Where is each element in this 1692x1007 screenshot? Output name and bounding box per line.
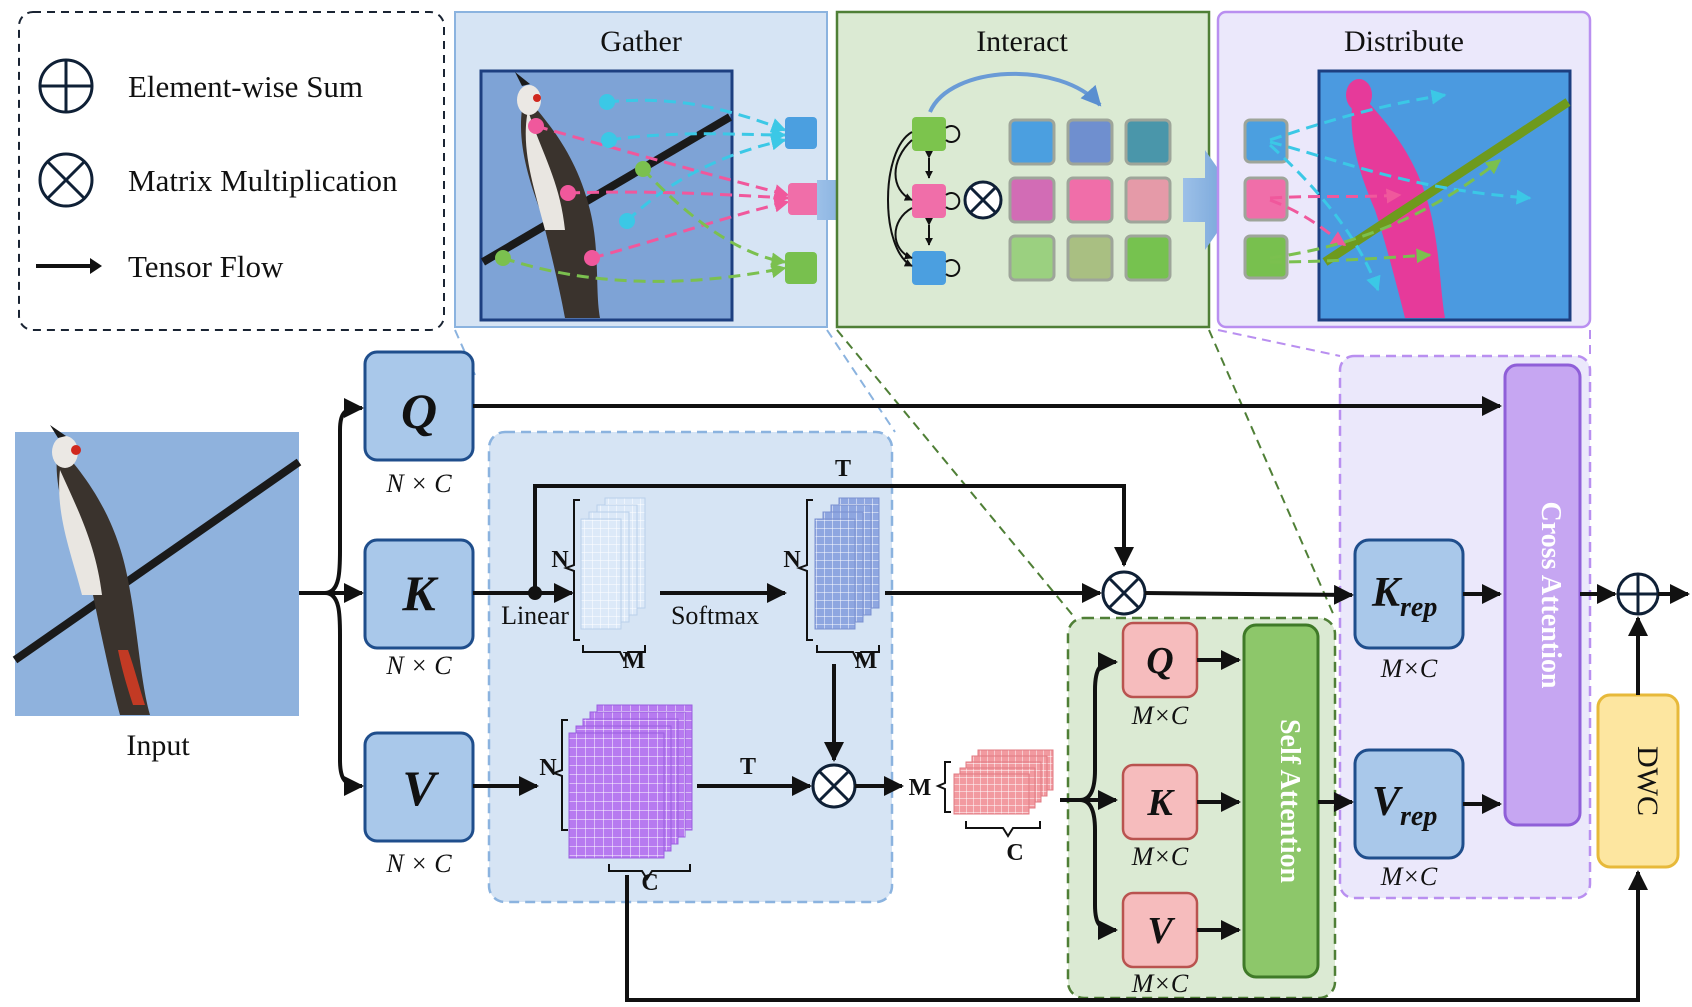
q-label: Q xyxy=(401,383,437,439)
interact-attention-grid xyxy=(1008,118,1172,282)
k-projection: K xyxy=(363,538,475,650)
v-rep-box: Vrep xyxy=(1353,748,1465,860)
self-attn-v: V xyxy=(1121,891,1199,969)
tokens-branch-arrows xyxy=(1060,652,1118,940)
distribute-title: Distribute xyxy=(1344,25,1464,58)
input-bird-image xyxy=(12,425,302,716)
gather-sample-points xyxy=(495,94,651,266)
dwc-block: DWC xyxy=(1596,693,1680,869)
cross-attention-block: Cross Attention xyxy=(1503,363,1582,827)
tensor-value xyxy=(551,704,693,881)
tensor3-n-label: N xyxy=(539,755,557,781)
distribute-flow-lines xyxy=(1268,89,1532,292)
input-branch-arrows xyxy=(299,398,364,796)
q-projection: Q xyxy=(363,350,475,462)
gather-flow-lines xyxy=(502,98,790,283)
value-skip-to-dwc-arrow xyxy=(625,870,1648,1002)
gather-module xyxy=(487,430,894,904)
input-label: Input xyxy=(126,729,190,762)
gather-panel: Gather xyxy=(454,11,828,328)
k-dim-label: N × C xyxy=(385,651,452,680)
tensor-tokens xyxy=(935,749,1054,838)
k-rep-dim-label: M×C xyxy=(1380,654,1438,683)
self-attn-k: K xyxy=(1121,763,1199,841)
self-q-label: Q xyxy=(1146,640,1173,682)
legend-sum-label: Element-wise Sum xyxy=(128,69,363,104)
self-attn-q: Q xyxy=(1121,621,1199,699)
svg-text:Krep: Krep xyxy=(1371,570,1437,623)
self-k-label: K xyxy=(1146,782,1175,824)
interact-title: Interact xyxy=(976,25,1068,58)
self-attn-qkv-arrows xyxy=(1197,650,1241,940)
t-mid-label: T xyxy=(740,754,756,780)
tensor3-c-label: C xyxy=(641,870,658,896)
self-k-dim-label: M×C xyxy=(1131,842,1189,871)
self-attention-block: Self Attention xyxy=(1242,623,1320,979)
gather-token-squares xyxy=(785,117,820,284)
legend-flow-label: Tensor Flow xyxy=(128,249,284,284)
output-sum-icon xyxy=(1616,572,1660,616)
element-wise-sum-icon xyxy=(38,58,94,114)
tensor2-m-label: M xyxy=(855,648,878,674)
q-dim-label: N × C xyxy=(385,469,452,498)
interact-panel: Interact xyxy=(835,10,1211,329)
k-label: K xyxy=(401,565,439,621)
tensor-attention-weights xyxy=(796,497,880,663)
v-matmul-icon xyxy=(811,763,857,809)
k-matmul-to-krep-arrow xyxy=(1144,584,1354,605)
self-attention-label: Self Attention xyxy=(1274,719,1305,884)
matrix-multiplication-icon xyxy=(38,152,94,208)
tensor-flow-arrow-icon xyxy=(36,258,102,274)
v-dim-label: N × C xyxy=(385,849,452,878)
t-top-label: T xyxy=(835,456,851,482)
self-v-label: V xyxy=(1147,910,1175,952)
tensor4-c-label: C xyxy=(1006,840,1023,866)
linear-label: Linear xyxy=(501,601,569,630)
legend-matmul-label: Matrix Multiplication xyxy=(128,163,398,198)
v-rep-dim-label: M×C xyxy=(1380,862,1438,891)
interact-to-distribute-arrow xyxy=(1183,150,1240,250)
k-rep-main: K xyxy=(1371,570,1403,616)
distribute-panel: Distribute xyxy=(1216,10,1592,329)
tensor1-n-label: N xyxy=(551,547,569,573)
tensor1-m-label: M xyxy=(623,648,646,674)
tensor2-n-label: N xyxy=(783,547,801,573)
v-label: V xyxy=(402,760,439,816)
distribute-token-squares xyxy=(1243,118,1289,280)
k-rep-sub: rep xyxy=(1400,592,1437,623)
tensor-key-linear xyxy=(563,497,646,663)
v-rep-sub: rep xyxy=(1400,801,1437,832)
dwc-label: DWC xyxy=(1631,746,1664,816)
interact-matmul-icon xyxy=(963,180,1003,220)
self-q-dim-label: M×C xyxy=(1131,701,1189,730)
zoom-guide-lines xyxy=(454,329,1591,619)
cross-attention-label: Cross Attention xyxy=(1535,502,1566,689)
k-transpose-loop xyxy=(533,484,1134,593)
gather-title: Gather xyxy=(600,25,682,58)
legend: Element-wise Sum Matrix Multiplication T… xyxy=(18,11,445,331)
self-v-dim-label: M×C xyxy=(1131,969,1189,998)
tensor4-m-label: M xyxy=(909,775,932,801)
softmax-label: Softmax xyxy=(671,601,759,630)
svg-text:Vrep: Vrep xyxy=(1372,779,1437,832)
k-rep-box: Krep xyxy=(1353,538,1465,650)
v-projection: V xyxy=(363,731,475,843)
k-matmul-icon xyxy=(1101,570,1147,616)
v-rep-main: V xyxy=(1372,779,1403,825)
